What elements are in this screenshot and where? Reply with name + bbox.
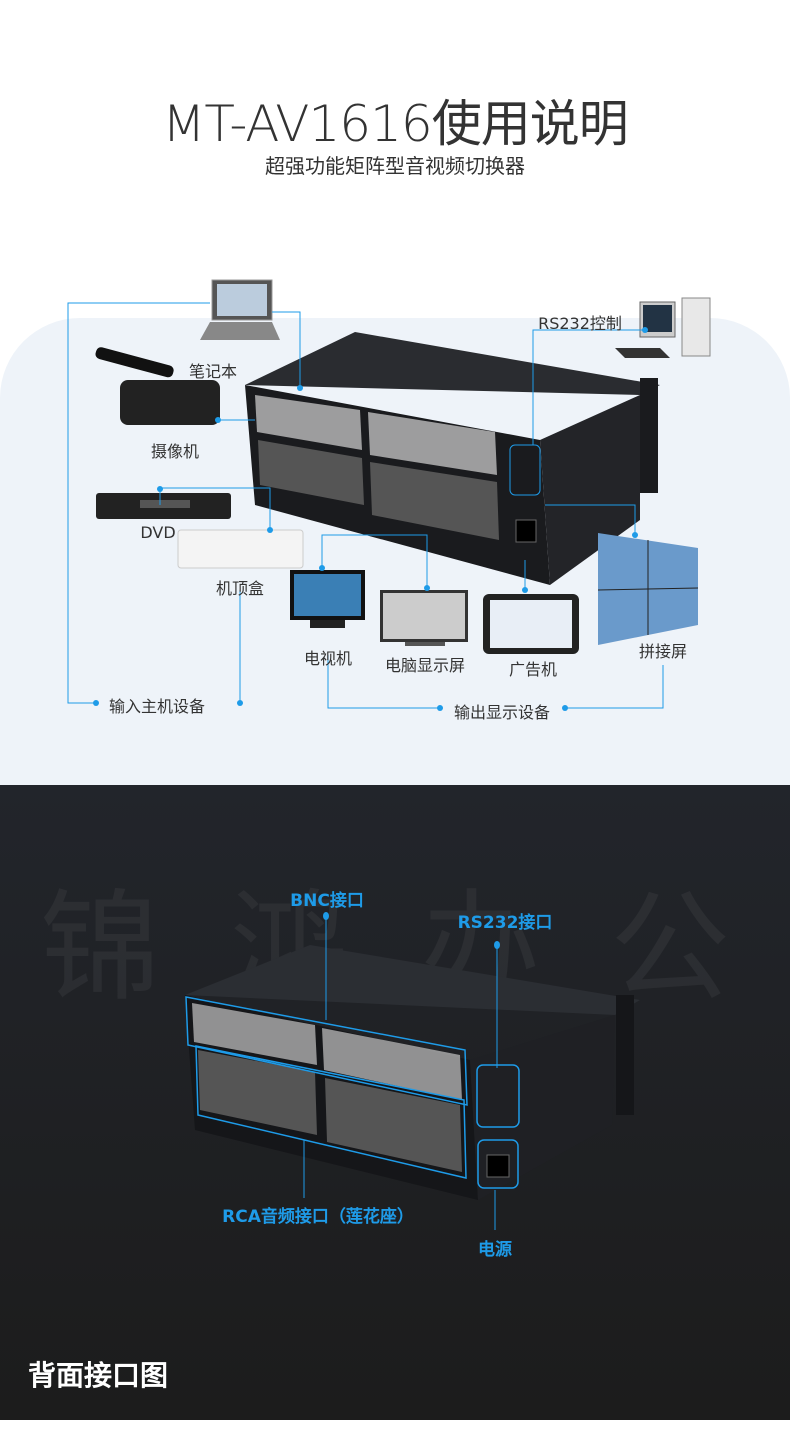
label-laptop: 笔记本 [188, 362, 238, 381]
videowall-device [597, 533, 699, 645]
rack-ear [640, 378, 658, 493]
rca-connectors [258, 440, 499, 540]
tv-device [290, 570, 365, 628]
callout-rca: RCA音频接口（莲花座） [222, 1207, 414, 1227]
page-subtitle: 超强功能矩阵型音视频切换器 [265, 154, 525, 178]
power-socket [515, 519, 537, 543]
label-tv: 电视机 [303, 649, 353, 668]
connection-dots [93, 327, 648, 711]
connection-lines [67, 302, 664, 709]
watermark: 锦鸿办公 [40, 879, 790, 1018]
callout-power: 电源 [478, 1240, 512, 1260]
label-dvd: DVD [140, 523, 176, 542]
rs232-ports [509, 444, 541, 496]
callout-bnc: BNC接口 [290, 891, 364, 911]
laptop-device [200, 279, 280, 340]
bnc-connectors [255, 395, 497, 475]
chassis-top [245, 332, 660, 395]
label-videowall: 拼接屏 [638, 642, 688, 661]
page-title: MT-AV1616使用说明 [162, 95, 629, 153]
dvd-device [96, 493, 231, 519]
ad-player-device [483, 594, 579, 654]
callout-rs232: RS232接口 [457, 913, 553, 933]
connection-diagram [67, 279, 711, 711]
section-title: 背面接口图 [28, 1359, 169, 1392]
monitor-device [380, 590, 468, 646]
label-rs232-control: RS232控制 [538, 314, 622, 333]
pc-device [615, 297, 711, 358]
label-input-devices: 输入主机设备 [104, 693, 210, 717]
label-ad-player: 广告机 [508, 660, 558, 679]
bottom-strip [0, 1420, 790, 1431]
label-output-devices: 输出显示设备 [449, 699, 555, 723]
label-camcorder: 摄像机 [150, 442, 200, 461]
label-monitor: 电脑显示屏 [384, 656, 466, 675]
camcorder-device [95, 347, 220, 425]
label-settopbox: 机顶盒 [215, 579, 265, 598]
settopbox-device [177, 529, 304, 569]
